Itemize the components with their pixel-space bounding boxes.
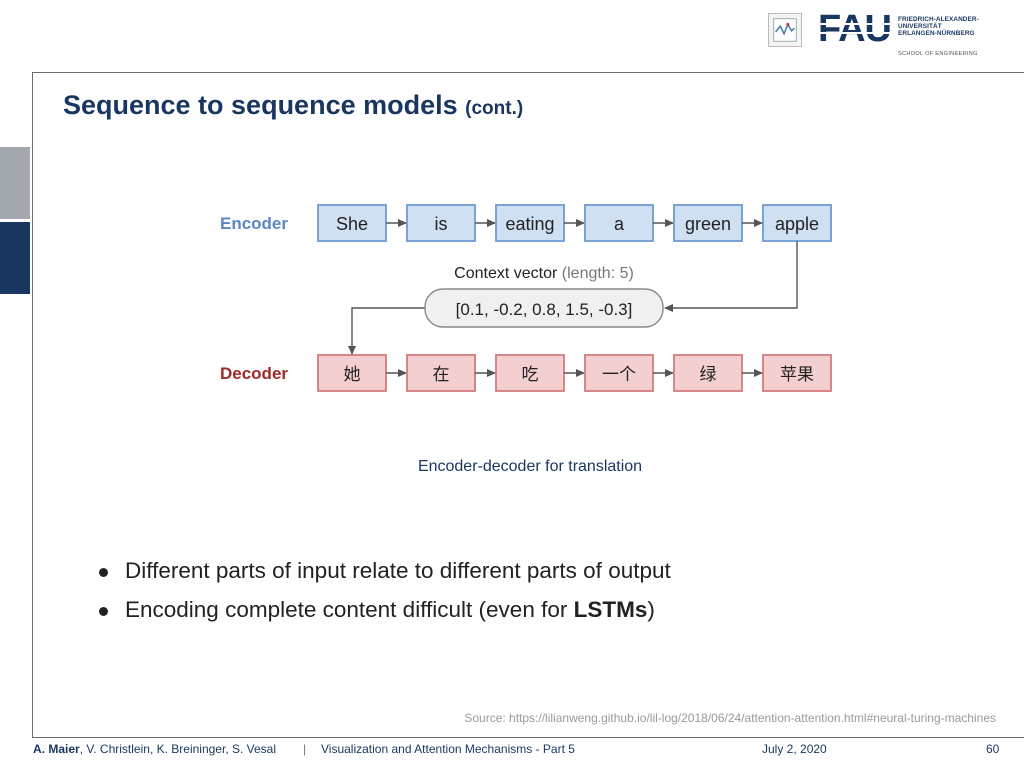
bullet-item: Different parts of input relate to diffe… [96, 558, 671, 584]
encoder-token-box [406, 204, 476, 242]
encoder-token-label: a [614, 214, 625, 234]
slide-title: Sequence to sequence models (cont.) [63, 90, 523, 121]
school-name: SCHOOL OF ENGINEERING [898, 51, 978, 57]
side-tab-blue [0, 222, 30, 294]
encoder-token-label: green [685, 214, 731, 234]
encoder-token-box [495, 204, 565, 242]
footer-author-main: A. Maier [33, 742, 80, 756]
encoder-token-label: is [435, 214, 448, 234]
decoder-token-box [317, 354, 387, 392]
footer-date: July 2, 2020 [762, 742, 827, 756]
encoder-token-box [317, 204, 387, 242]
frame-left-line [32, 72, 33, 738]
bullet-text: Encoding complete content difficult (eve… [125, 597, 574, 622]
decoder-token-label: 苹果 [780, 365, 814, 385]
decoder-token-box [406, 354, 476, 392]
decoder-token-label: 吃 [522, 365, 539, 385]
encoder-token-box [673, 204, 743, 242]
bullet-item: Encoding complete content difficult (eve… [96, 597, 671, 623]
university-line: FRIEDRICH-ALEXANDER- [898, 16, 979, 23]
context-vector-heading: Context vector (length: 5) [454, 265, 634, 282]
context-to-decoder-arrow [348, 307, 425, 355]
encoder-decoder-diagram: She is eating a green apple 她 在 吃 一个 绿 苹果 Encoder D… [220, 204, 832, 392]
institute-logo-icon [768, 13, 802, 47]
decoder-token-box [495, 354, 565, 392]
encoder-token-label: She [336, 214, 368, 234]
side-tab-grey [0, 147, 30, 219]
context-vector-value: [0.1, -0.2, 0.8, 1.5, -0.3] [456, 300, 633, 319]
bullet-list: Different parts of input relate to diffe… [96, 558, 671, 636]
footer-lecture: Visualization and Attention Mechanisms -… [321, 742, 575, 756]
encoder-token-label: eating [505, 214, 554, 234]
university-line: ERLANGEN-NÜRNBERG [898, 30, 975, 37]
encoder-token-box [762, 204, 832, 242]
frame-bottom-line [32, 737, 1024, 738]
fau-logo-text: FAU [818, 10, 891, 46]
context-vector-length: (length: 5) [562, 265, 634, 282]
decoder-token-label: 绿 [700, 365, 717, 385]
source-citation: Source: https://lilianweng.github.io/lil… [464, 711, 996, 725]
slide-title-main: Sequence to sequence models [63, 90, 458, 120]
encoder-token-label: apple [775, 214, 819, 234]
footer-authors-rest: , V. Christlein, K. Breininger, S. Vesal [79, 742, 277, 756]
university-name: FRIEDRICH-ALEXANDER- UNIVERSITÄT ERLANGE… [898, 16, 979, 37]
decoder-token-label: 一个 [602, 365, 636, 385]
context-vector-box [424, 288, 664, 328]
decoder-label: Decoder [220, 364, 288, 383]
decoder-token-label: 在 [433, 365, 450, 385]
context-vector-label: Context vector [454, 265, 558, 282]
encoder-to-context-arrow [664, 241, 798, 312]
bullet-text-end: ) [647, 597, 655, 622]
university-line: UNIVERSITÄT [898, 23, 942, 30]
decoder-token-label: 她 [344, 365, 361, 385]
fau-logo: FAU [818, 10, 894, 46]
bullet-bold-text: LSTMs [573, 597, 648, 622]
encoder-label: Encoder [220, 214, 288, 233]
footer-separator: | [303, 742, 307, 756]
slide-title-suffix: (cont.) [465, 98, 524, 119]
decoder-token-box [762, 354, 832, 392]
decoder-token-box [673, 354, 743, 392]
diagram-caption: Encoder-decoder for translation [417, 458, 643, 475]
footer-page-number: 60 [986, 742, 1000, 756]
frame-top-line [32, 72, 1024, 73]
footer-authors: A. Maier, V. Christlein, K. Breininger, … [33, 742, 276, 756]
